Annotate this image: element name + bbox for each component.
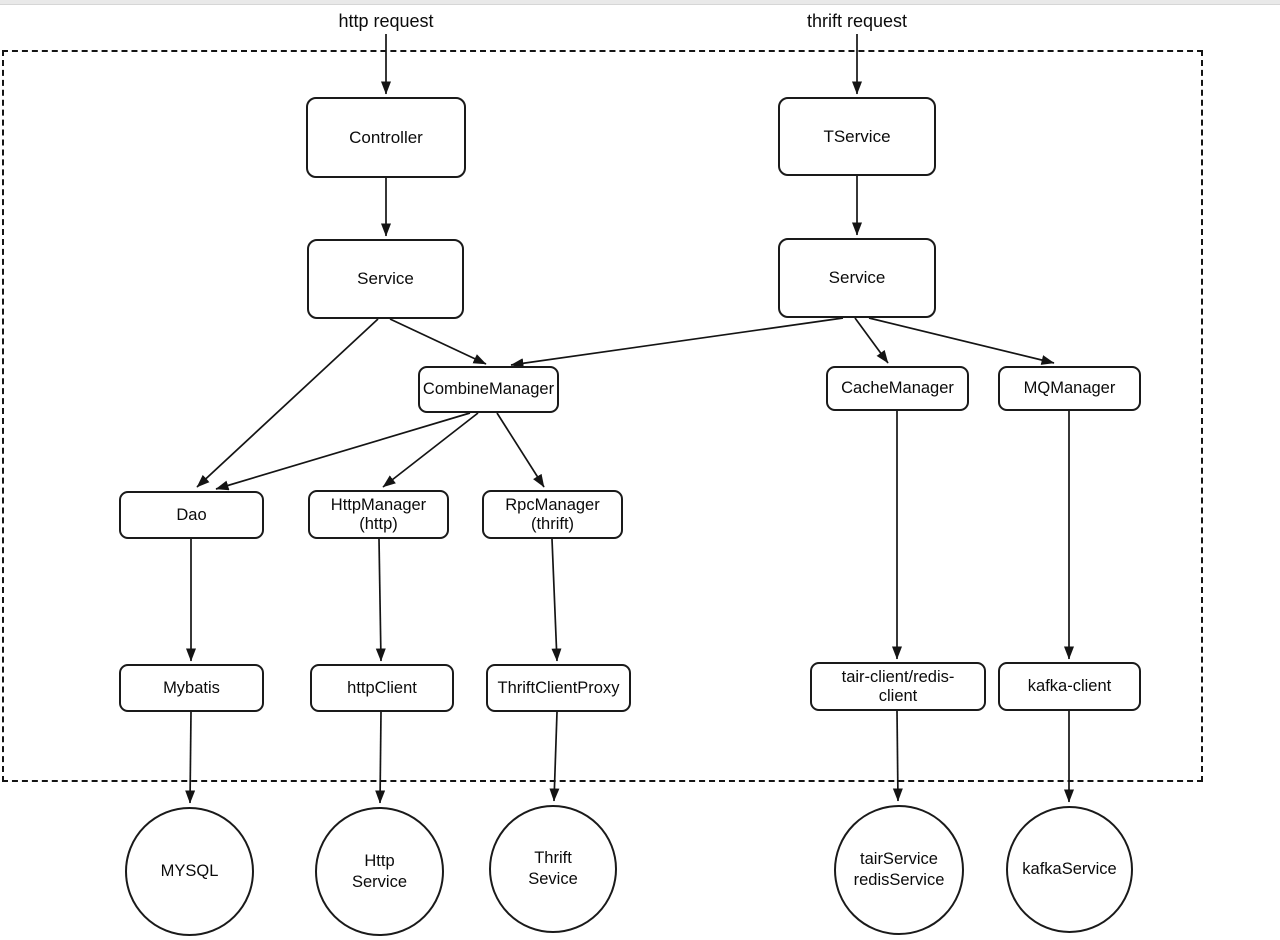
node-mybatis-label: Mybatis: [163, 678, 220, 697]
node-service-http: Service: [307, 239, 464, 319]
edge-tairclient-to-tairservice: [892, 710, 903, 802]
node-http-service-label-line2: Service: [351, 872, 408, 891]
node-rpc-manager: RpcManager (thrift): [482, 490, 623, 539]
node-kafka-client-label: kafka-client: [1027, 677, 1112, 695]
node-mybatis: Mybatis: [119, 664, 264, 712]
node-cache-manager: CacheManager: [826, 366, 969, 411]
node-mysql: MYSQL: [125, 807, 254, 936]
node-thrift-sevice-label-line1: Thrift: [534, 849, 572, 867]
node-controller: Controller: [306, 97, 466, 178]
label-http-request: http request: [338, 11, 434, 31]
edge-mybatis-to-mysql: [185, 711, 196, 804]
label-thrift-request: thrift request: [806, 11, 908, 31]
edge-service-http-to-combinemanager: [389, 318, 487, 365]
node-service-http-label: Service: [357, 269, 414, 288]
node-thrift-sevice: Thrift Sevice: [489, 805, 617, 933]
node-thrift-client-proxy: ThriftClientProxy: [486, 664, 631, 712]
node-dao: Dao: [119, 491, 264, 539]
system-boundary-dashed-box: [2, 50, 1203, 782]
node-thrift-sevice-label-line2: Sevice: [528, 870, 578, 888]
node-http-client-label: httpClient: [347, 678, 417, 697]
node-tair-redis-service: tairService redisService: [834, 805, 964, 935]
edge-httpclient-to-httpservice: [375, 711, 386, 804]
node-kafka-client: kafka-client: [998, 662, 1141, 711]
node-http-manager: HttpManager (http): [308, 490, 449, 539]
node-http-service: Http Service: [315, 807, 444, 936]
node-http-client: httpClient: [310, 664, 454, 712]
edge-service-http-to-dao: [196, 318, 379, 488]
node-mq-manager: MQManager: [998, 366, 1141, 411]
edge-thriftclientproxy-to-thriftsevice: [549, 711, 560, 802]
edge-service-thrift-to-combinemanager: [510, 317, 844, 369]
node-thrift-client-proxy-label: ThriftClientProxy: [497, 678, 620, 697]
node-rpc-manager-label-line1: RpcManager: [505, 495, 600, 514]
node-tair-redis-client: tair-client/redis- client: [810, 662, 986, 711]
edge-service-thrift-to-mqmanager: [868, 317, 1055, 365]
node-tservice: TService: [778, 97, 936, 176]
node-rpc-manager-label-line2: (thrift): [530, 514, 575, 533]
edge-rpcmanager-to-thriftclientproxy: [551, 538, 562, 662]
edge-httpmanager-to-httpclient: [375, 538, 386, 662]
node-mq-manager-label: MQManager: [1023, 379, 1116, 397]
node-kafka-service: kafkaService: [1006, 806, 1133, 933]
node-tair-redis-client-label-line1: tair-client/redis-: [841, 667, 955, 686]
node-combine-manager: CombineManager: [418, 366, 559, 413]
node-http-manager-label-line1: HttpManager: [330, 495, 427, 514]
node-tair-redis-service-label-line1: tairService: [860, 850, 938, 868]
node-service-thrift-label: Service: [828, 268, 886, 287]
edge-combinemanager-to-dao: [215, 412, 471, 491]
node-tservice-label: TService: [823, 126, 891, 146]
node-http-service-label-line1: Http: [364, 851, 395, 870]
edge-service-thrift-to-cachemanager: [854, 317, 889, 364]
node-http-manager-label-line2: (http): [359, 514, 398, 533]
node-controller-label: Controller: [349, 127, 423, 147]
node-mysql-label: MYSQL: [160, 862, 219, 880]
node-kafka-service-label: kafkaService: [1022, 860, 1117, 878]
node-dao-label: Dao: [176, 505, 207, 524]
node-combine-manager-label: CombineManager: [422, 380, 555, 398]
node-tair-redis-service-label-line2: redisService: [853, 871, 945, 889]
edge-combinemanager-to-rpcmanager: [496, 412, 545, 488]
node-tair-redis-client-label-line2: client: [878, 686, 918, 705]
edge-combinemanager-to-httpmanager: [382, 412, 479, 488]
node-cache-manager-label: CacheManager: [841, 379, 954, 397]
window-top-edge: [0, 0, 1280, 5]
node-service-thrift: Service: [778, 238, 936, 318]
